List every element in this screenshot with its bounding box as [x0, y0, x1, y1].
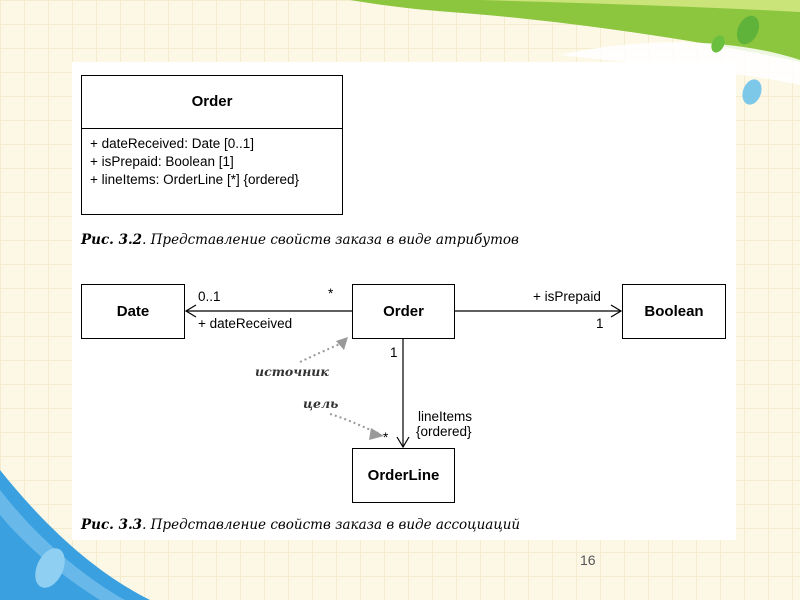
caption-number: Рис. 3.3 — [81, 517, 143, 533]
arrowhead-icon — [336, 337, 348, 350]
order-class-diagram: Order + dateReceived: Date [0..1] + isPr… — [81, 75, 343, 215]
caption-text: . Представление свойств заказа в виде ат… — [142, 232, 519, 248]
orderline-multiplicity-star: * — [383, 430, 389, 445]
droplet-icon — [35, 548, 65, 588]
page-number: 16 — [580, 552, 596, 568]
class-name: Order — [82, 76, 342, 129]
date-class: Date — [81, 284, 185, 339]
date-multiplicity: 0..1 — [198, 289, 221, 304]
arrowhead-icon — [610, 304, 623, 318]
top-light-wave — [480, 0, 800, 12]
attribute-date-received: + dateReceived: Date [0..1] — [90, 136, 254, 151]
top-green-wave — [350, 0, 800, 62]
arrowhead-icon — [369, 428, 384, 440]
target-annotation: цель — [303, 396, 339, 411]
source-annotation: источник — [255, 364, 329, 379]
figure-caption-2: Рис. 3.3. Представление свойств заказа в… — [81, 517, 520, 533]
droplet-icon — [742, 79, 762, 105]
caption-text: . Представление свойств заказа в виде ас… — [142, 517, 521, 533]
source-pointer-line — [299, 341, 346, 363]
boolean-multiplicity: 1 — [596, 316, 604, 331]
droplet-icon — [736, 15, 760, 45]
order-class: Order — [352, 284, 455, 339]
arrowhead-icon — [396, 436, 410, 449]
droplet-icon — [711, 35, 725, 53]
boolean-class: Boolean — [622, 284, 726, 339]
attribute-line-items: + lineItems: OrderLine [*] {ordered} — [90, 172, 299, 187]
attribute-is-prepaid: + isPrepaid: Boolean [1] — [90, 154, 234, 169]
lineitems-constraint: {ordered} — [416, 424, 472, 439]
order-lineitems-multiplicity: 1 — [390, 345, 398, 360]
date-role-label: + dateReceived — [198, 316, 293, 331]
caption-number: Рис. 3.2 — [81, 232, 143, 248]
orderline-class: OrderLine — [352, 448, 455, 503]
boolean-role-label: + isPrepaid — [533, 289, 601, 304]
lineitems-role-label: lineItems — [418, 409, 473, 424]
figure-caption-1: Рис. 3.2. Представление свойств заказа в… — [81, 232, 519, 248]
arrowhead-icon — [184, 304, 197, 318]
order-multiplicity-star: * — [328, 286, 334, 301]
attribute-list: + dateReceived: Date [0..1] + isPrepaid:… — [82, 129, 342, 189]
